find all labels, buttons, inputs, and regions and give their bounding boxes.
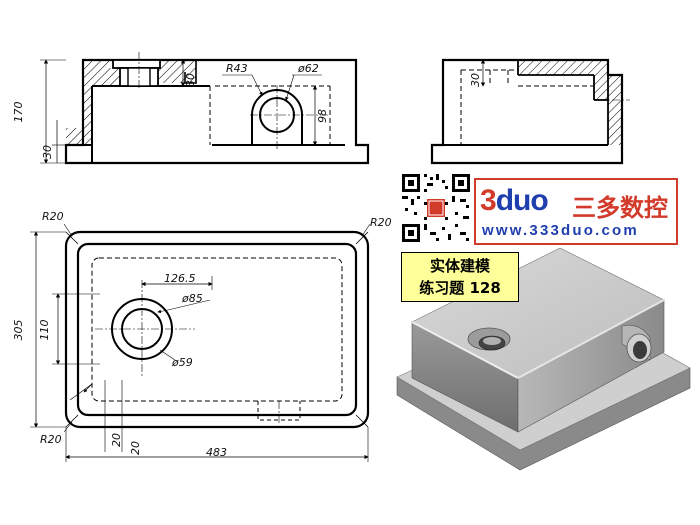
dim-top-margin-b: 20 <box>129 441 142 455</box>
top-view: R20 R20 R20 305 126.5 ø85 110 ø59 483 20… <box>12 210 392 462</box>
brand-chinese-name: 三多数控 <box>572 194 668 222</box>
side-view: 30 <box>430 58 630 165</box>
isometric-model <box>396 247 691 471</box>
dim-front-height: 170 <box>12 102 25 123</box>
exercise-title: 实体建模 练习题 128 <box>401 252 519 302</box>
brand-latin-blue: duo <box>495 184 549 217</box>
brand-logo: 3duo 三多数控 www.333duo.com <box>474 178 678 245</box>
brand-latin-red: 3 <box>480 184 497 217</box>
dim-top-hole-offset: 126.5 <box>164 272 196 285</box>
dim-top-width: 483 <box>206 446 227 459</box>
dim-top-hole-outer: ø85 <box>181 292 203 305</box>
brand-url: www.333duo.com <box>482 222 639 239</box>
qr-code-icon <box>400 172 472 244</box>
dim-side-pocket: 30 <box>469 73 482 87</box>
dim-top-hole-spacing: 110 <box>38 320 51 341</box>
dim-front-pocket: 30 <box>184 73 197 87</box>
dim-front-base: 30 <box>41 145 54 159</box>
dim-top-r-bl: R20 <box>40 433 62 446</box>
seal-icon <box>427 199 445 217</box>
exercise-title-line2: 练习题 128 <box>419 279 501 297</box>
dim-top-r-tl: R20 <box>42 210 64 223</box>
dim-top-r-tr: R20 <box>370 216 392 229</box>
dim-top-depth: 305 <box>12 320 25 341</box>
dim-top-margin-a: 20 <box>110 433 123 447</box>
exercise-title-line1: 实体建模 <box>429 257 490 275</box>
brand-latin-mark: 3duo <box>480 184 549 218</box>
dim-front-hole-dia: ø62 <box>297 62 319 75</box>
dim-front-arc-radius: R43 <box>226 62 248 75</box>
dim-top-hole-inner: ø59 <box>171 356 193 369</box>
front-view: 170 30 30 R43 ø62 98 <box>12 52 370 165</box>
dim-front-hole-height: 98 <box>316 109 329 123</box>
